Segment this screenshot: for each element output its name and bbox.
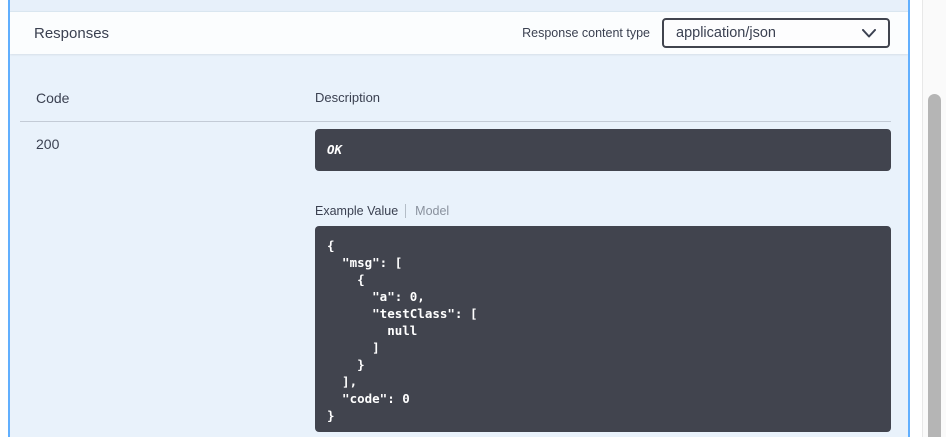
response-code: 200 bbox=[36, 136, 60, 152]
responses-title: Responses bbox=[34, 24, 110, 42]
responses-table: Code Description 200 OK Example Value Mo… bbox=[20, 90, 891, 432]
section-top-strip bbox=[10, 0, 908, 11]
response-content-type-value: application/json bbox=[676, 25, 776, 41]
example-model-tabs: Example Value Model bbox=[315, 204, 891, 218]
chevron-down-icon bbox=[862, 28, 876, 37]
response-description-markdown: OK bbox=[315, 129, 891, 171]
response-content-type-select[interactable]: application/json bbox=[662, 18, 890, 48]
table-header-divider bbox=[20, 121, 891, 122]
operation-block: Responses Response content type applicat… bbox=[8, 0, 910, 437]
example-value-code-block: { "msg": [ { "a": 0, "testClass": [ null… bbox=[315, 226, 891, 432]
column-header-code: Code bbox=[36, 90, 70, 106]
responses-table-header: Code Description bbox=[20, 90, 891, 106]
table-row: 200 OK Example Value Model { "msg": [ { … bbox=[20, 129, 891, 432]
tab-model[interactable]: Model bbox=[415, 204, 450, 218]
scrollbar-thumb[interactable] bbox=[928, 94, 941, 437]
responses-section-header: Responses Response content type applicat… bbox=[10, 11, 908, 54]
response-content-type-label: Response content type bbox=[522, 26, 650, 40]
tab-separator bbox=[405, 204, 407, 218]
response-description-cell: OK Example Value Model { "msg": [ { "a":… bbox=[315, 129, 891, 432]
scrollbar-track[interactable] bbox=[922, 0, 946, 437]
column-header-description: Description bbox=[315, 90, 381, 105]
tab-example-value[interactable]: Example Value bbox=[315, 204, 399, 218]
